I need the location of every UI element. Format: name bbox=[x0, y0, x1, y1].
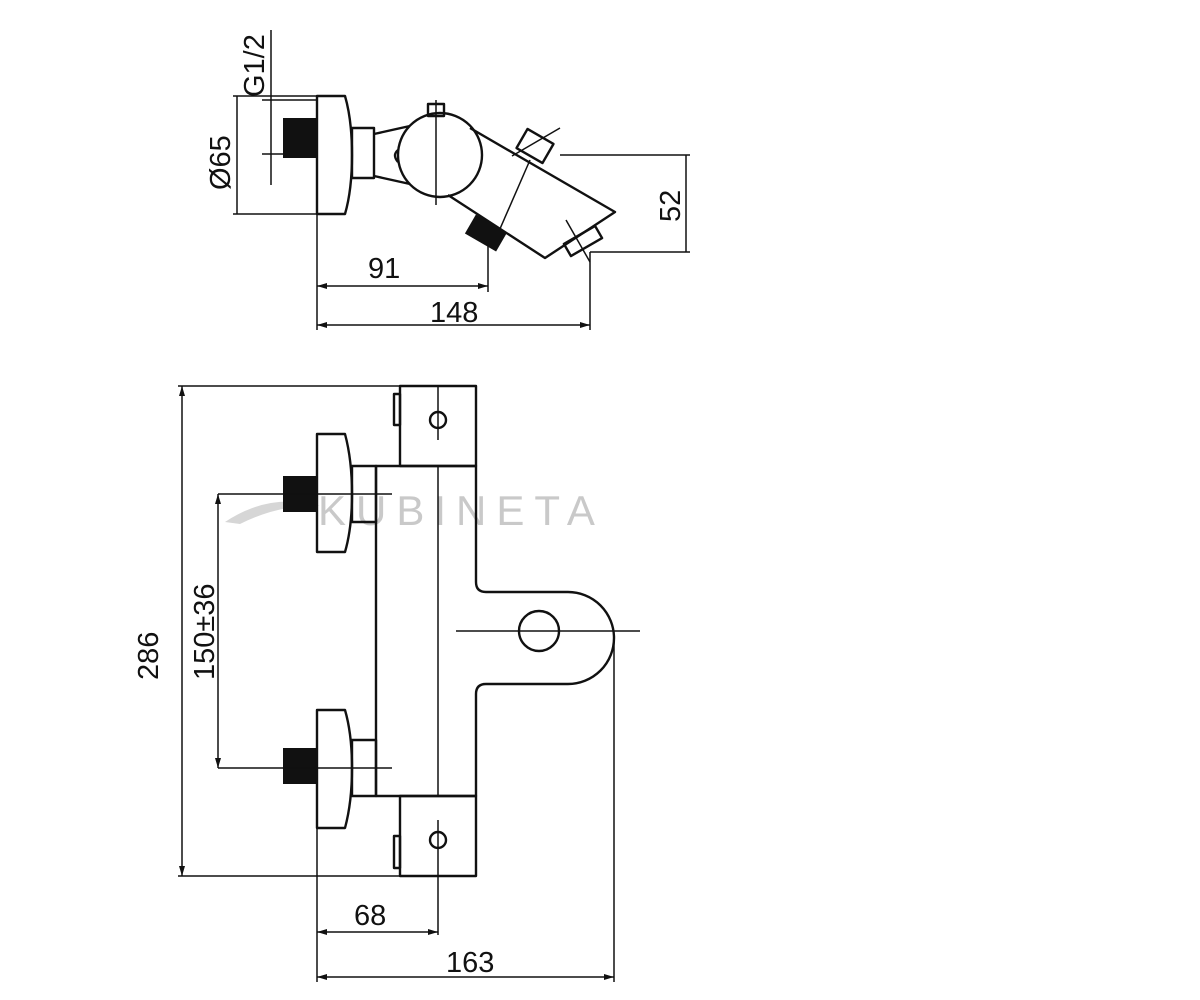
dim-height-label: 286 bbox=[133, 632, 165, 680]
top-valve-cap bbox=[426, 102, 446, 118]
front-view: 286 150±36 68 163 bbox=[133, 384, 640, 982]
top-view: G1/2 Ø65 52 91 148 bbox=[205, 30, 690, 330]
dim-diameter-label: Ø65 bbox=[205, 135, 237, 190]
dim-depth-label: 52 bbox=[655, 190, 687, 222]
dim-thread-label: G1/2 bbox=[239, 34, 271, 97]
dim-spacing-label: 150±36 bbox=[189, 583, 221, 680]
top-connector bbox=[373, 124, 411, 186]
top-thread-stub bbox=[283, 118, 317, 158]
watermark: KUBINETA bbox=[225, 487, 605, 534]
top-spout-inner bbox=[495, 159, 531, 239]
watermark-swoosh-icon bbox=[225, 501, 320, 524]
top-spout bbox=[447, 126, 617, 260]
top-spout-tip-axis bbox=[565, 219, 591, 263]
top-diverter-knob bbox=[515, 127, 555, 165]
top-valve-body bbox=[396, 111, 484, 199]
dim-width-label: 163 bbox=[446, 947, 494, 979]
top-valve-notch bbox=[393, 149, 399, 163]
top-diverter-axis bbox=[511, 127, 561, 157]
dim-handle-label: 91 bbox=[368, 253, 400, 285]
top-spout-tip bbox=[562, 224, 604, 258]
front-lower-flange bbox=[315, 708, 354, 830]
top-wall-flange bbox=[315, 94, 354, 216]
front-bottom-cap-lip bbox=[392, 834, 402, 870]
top-shower-outlet bbox=[464, 214, 508, 252]
dim-total-label: 148 bbox=[430, 297, 478, 329]
front-lower-thread bbox=[283, 748, 317, 784]
watermark-text: KUBINETA bbox=[318, 487, 605, 534]
dim-offset-label: 68 bbox=[354, 900, 386, 932]
front-top-cap-lip bbox=[392, 392, 402, 427]
top-nut bbox=[350, 126, 376, 180]
